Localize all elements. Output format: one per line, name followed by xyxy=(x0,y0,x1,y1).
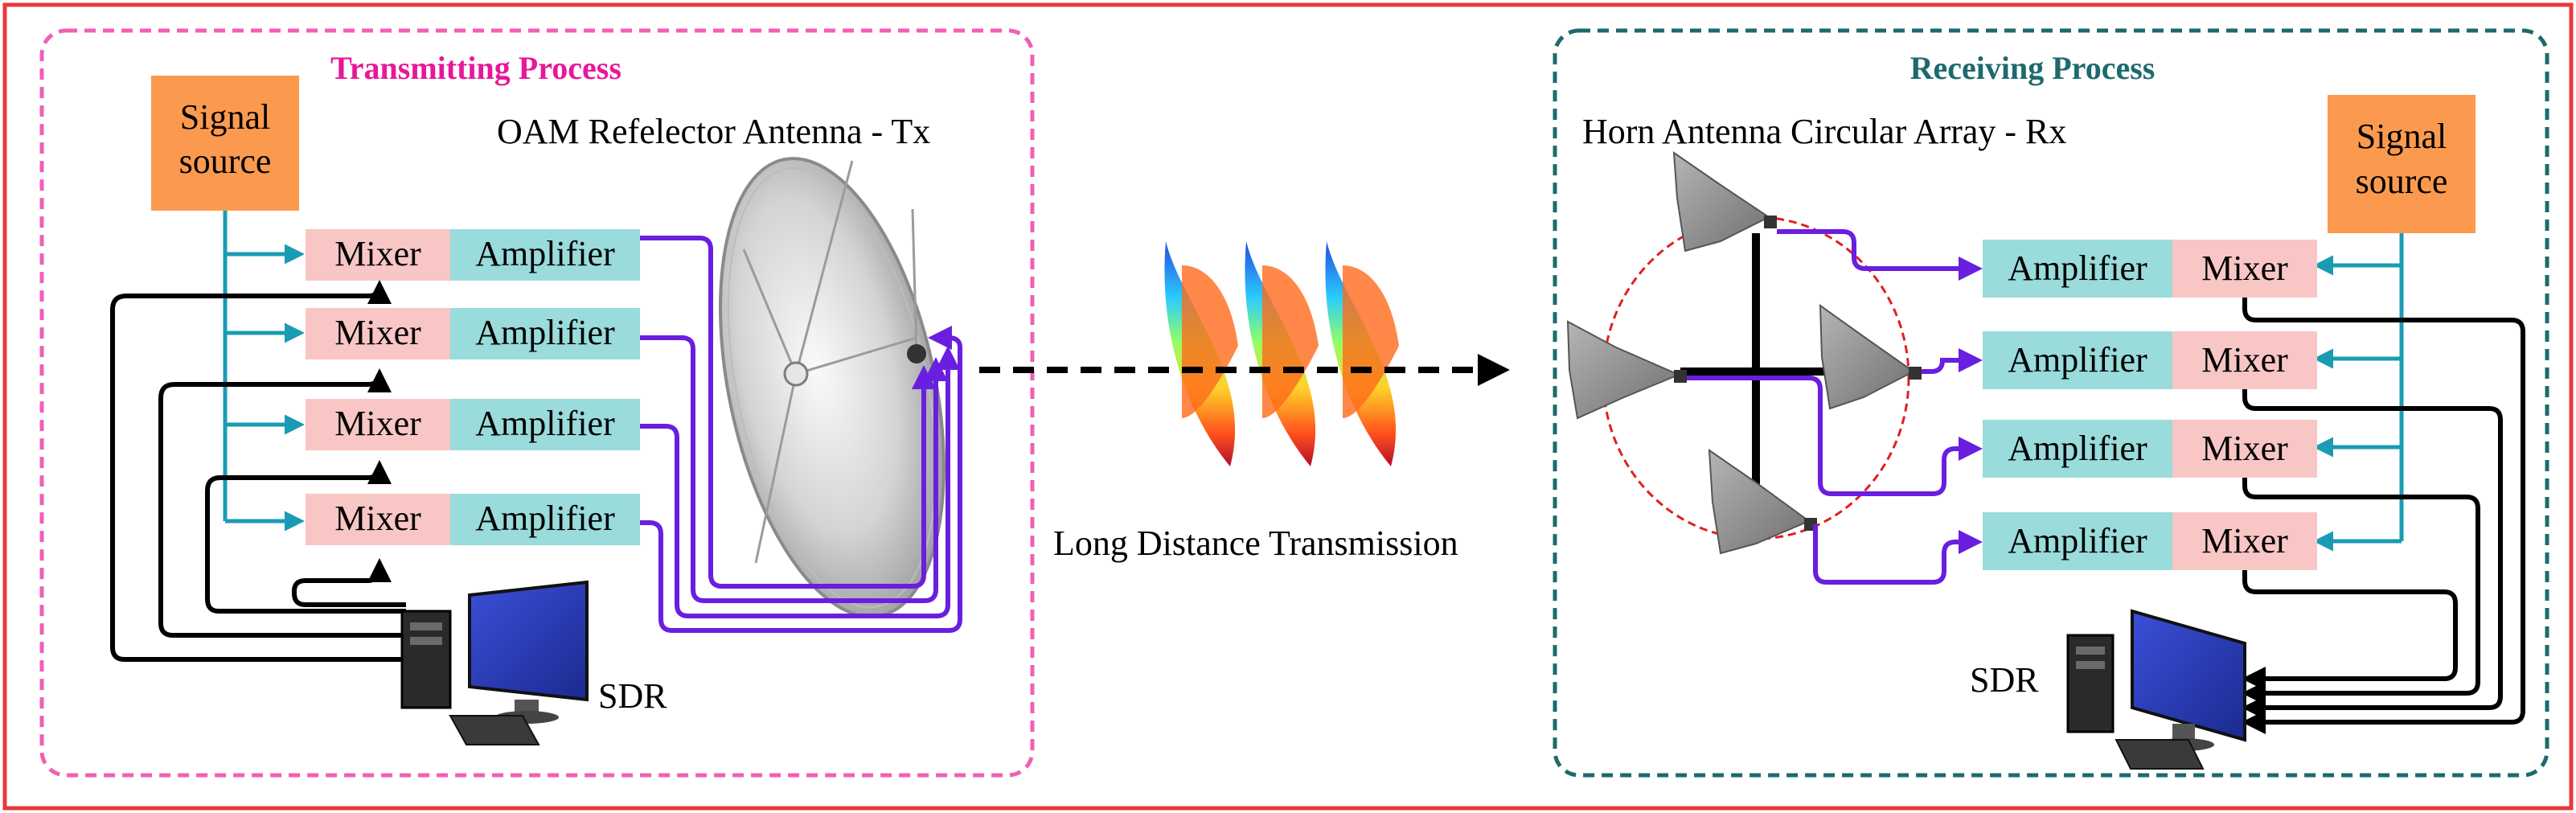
rx-mixer-label: Mixer xyxy=(2201,248,2288,288)
horn-antenna-icon xyxy=(1819,304,1922,410)
tx-mixer-label: Mixer xyxy=(334,404,421,443)
rx-sdr-label: SDR xyxy=(1970,660,2039,700)
transmitting-frame xyxy=(39,28,1035,778)
horn-antenna-icon xyxy=(1672,150,1777,253)
computer-icon xyxy=(2066,609,2246,770)
rx-amplifier-label: Amplifier xyxy=(2008,340,2147,380)
computer-icon xyxy=(400,580,589,745)
receiving-panel: Receiving Process Horn Antenna Circular … xyxy=(1553,28,2549,778)
receiving-title: Receiving Process xyxy=(1910,50,2156,86)
oam-wave-icon xyxy=(1164,241,1399,466)
tx-amplifier-label: Amplifier xyxy=(475,404,615,443)
tx-antenna-label: OAM Refelector Antenna - Tx xyxy=(497,112,930,151)
rx-lo-lines xyxy=(2313,233,2404,552)
tx-signal-source-line2: source xyxy=(179,142,272,181)
horn-antenna-icon xyxy=(1566,320,1687,420)
tx-sdr-label: SDR xyxy=(598,676,667,716)
rx-amplifier-label: Amplifier xyxy=(2008,429,2147,468)
tx-signal-source-line1: Signal xyxy=(180,97,270,137)
tx-chain-row-3: Mixer Amplifier xyxy=(306,399,640,450)
tx-amplifier-label: Amplifier xyxy=(475,499,615,538)
rx-mixer-label: Mixer xyxy=(2201,340,2288,380)
tx-chain-row-2: Mixer Amplifier xyxy=(306,308,640,359)
rx-sdr-lines xyxy=(2242,298,2525,734)
horn-array xyxy=(1566,150,1922,555)
tx-sdr-lines xyxy=(110,280,406,662)
tx-mixer-label: Mixer xyxy=(334,499,421,538)
tx-feed-lines xyxy=(640,236,962,633)
rx-chain-row-4: Amplifier Mixer xyxy=(1983,512,2317,570)
rx-chain-row-1: Amplifier Mixer xyxy=(1983,240,2317,298)
tx-chain-row-4: Mixer Amplifier xyxy=(306,494,640,545)
tx-lo-lines xyxy=(223,211,305,532)
transmission-area: Long Distance Transmission xyxy=(979,241,1510,563)
receiving-frame xyxy=(1553,28,2549,778)
rx-signal-source-line2: source xyxy=(2356,162,2448,201)
rx-mixer-label: Mixer xyxy=(2201,521,2288,560)
rx-antenna-label: Horn Antenna Circular Array - Rx xyxy=(1582,112,2066,151)
rx-chain-row-3: Amplifier Mixer xyxy=(1983,420,2317,478)
rx-amplifier-label: Amplifier xyxy=(2008,521,2147,560)
rx-feed-lines xyxy=(1687,229,1983,585)
tx-mixer-label: Mixer xyxy=(334,313,421,352)
rx-amplifier-label: Amplifier xyxy=(2008,248,2147,288)
tx-mixer-label: Mixer xyxy=(334,234,421,273)
rx-signal-source-box xyxy=(2328,95,2476,233)
rx-chain-row-2: Amplifier Mixer xyxy=(1983,331,2317,389)
tx-signal-source-box xyxy=(151,76,299,211)
tx-amplifier-label: Amplifier xyxy=(475,234,615,273)
rx-mixer-label: Mixer xyxy=(2201,429,2288,468)
transmission-label: Long Distance Transmission xyxy=(1053,524,1458,563)
horn-antenna-icon xyxy=(1708,449,1817,555)
transmitting-panel: Transmitting Process OAM Refelector Ante… xyxy=(39,28,1035,778)
tx-amplifier-label: Amplifier xyxy=(475,313,615,352)
transmitting-title: Transmitting Process xyxy=(330,50,621,86)
tx-chain-row-1: Mixer Amplifier xyxy=(306,229,640,281)
rx-signal-source-line1: Signal xyxy=(2357,117,2447,156)
